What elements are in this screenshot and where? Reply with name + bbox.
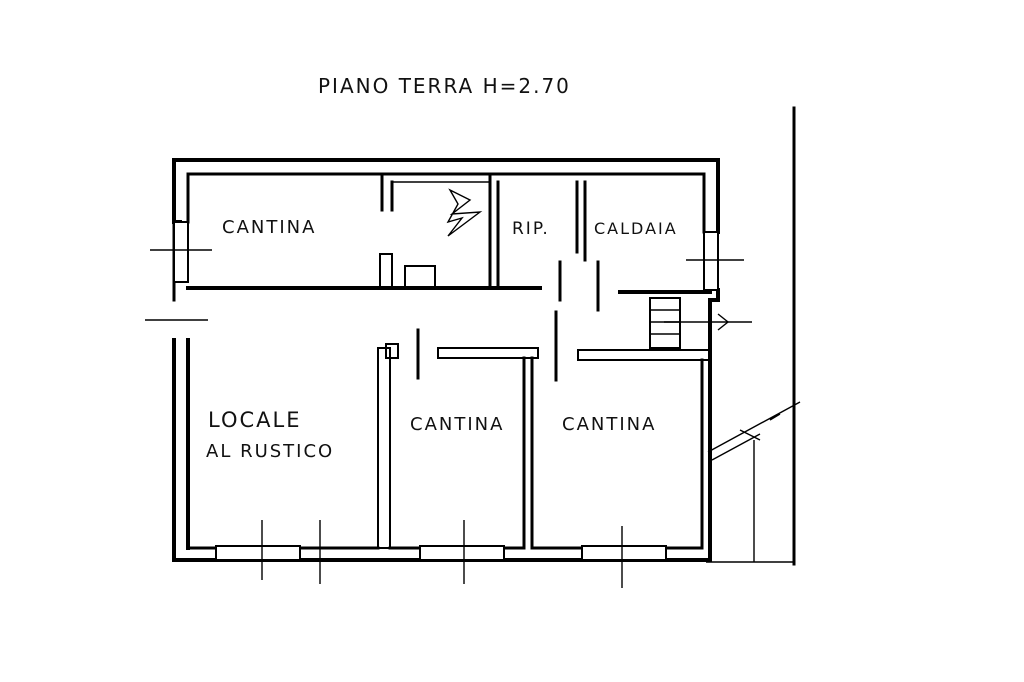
section-marks [145,249,752,588]
stair-area [392,174,500,290]
room-label-cantina-top: CANTINA [222,217,316,238]
room-label-cantina-mid: CANTINA [410,414,504,435]
room-label-locale: LOCALE [208,408,301,432]
window-right [703,231,719,291]
window-bottom-2 [419,545,505,561]
room-label-caldaia: CALDAIA [594,219,678,238]
service-rooms-walls [558,180,712,349]
room-label-rip: RIP. [512,219,550,239]
room-label-cantina-right: CANTINA [562,414,656,435]
window-bottom-3 [581,545,667,561]
exterior-boundary [706,106,801,566]
stair-arrow-icon [446,188,483,237]
room-label-al-rustico: AL RUSTICO [206,441,334,462]
window-left [173,221,189,283]
windows [173,221,719,561]
window-bottom-1 [215,545,301,561]
plan-title: PIANO TERRA H=2.70 [318,74,571,98]
room-cantina-top-walls [186,174,542,290]
